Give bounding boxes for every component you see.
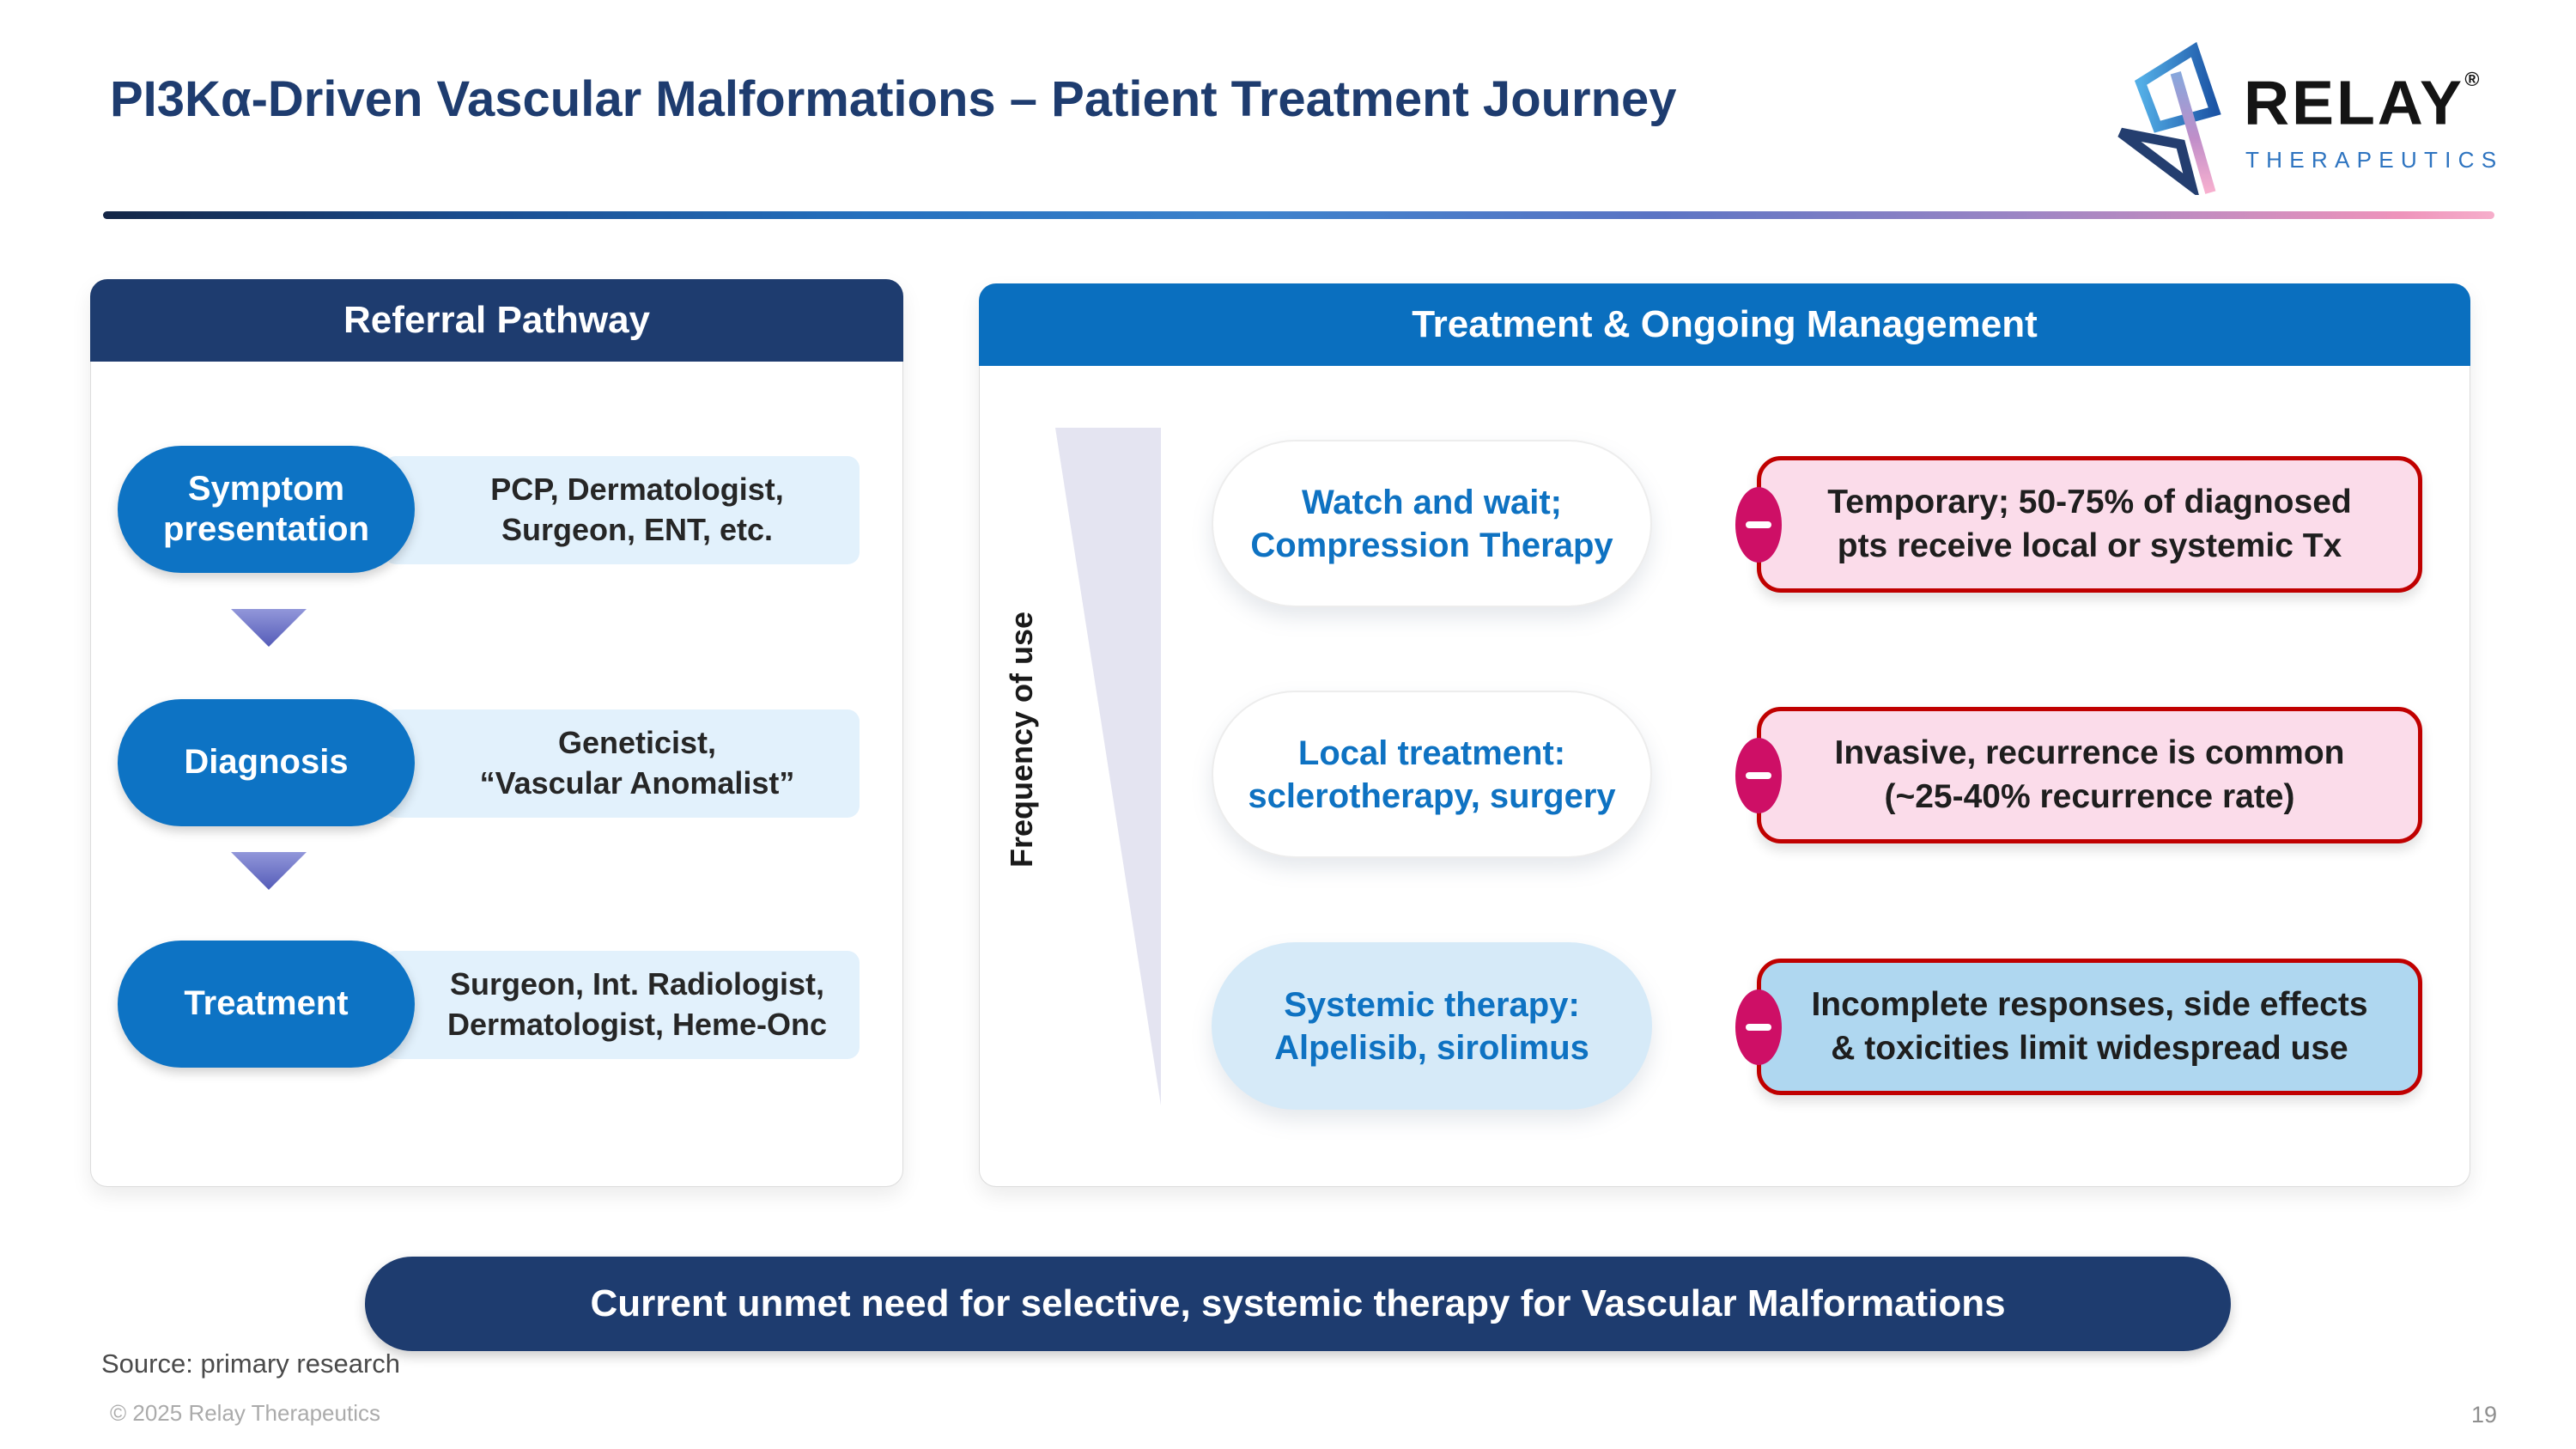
step-pill: Treatment xyxy=(118,941,415,1068)
relay-subtitle: THERAPEUTICS xyxy=(2245,147,2503,173)
referral-panel-title: Referral Pathway xyxy=(343,299,651,341)
treatment-panel-header: Treatment & Ongoing Management xyxy=(979,283,2470,366)
step-detail: Surgeon, Int. Radiologist, Dermatologist… xyxy=(384,951,860,1059)
therapy-bubble: Systemic therapy: Alpelisib, sirolimus xyxy=(1212,942,1652,1110)
minus-icon xyxy=(1735,738,1782,813)
page-title: PI3Kα-Driven Vascular Malformations – Pa… xyxy=(110,71,1677,127)
treatment-panel-title: Treatment & Ongoing Management xyxy=(1412,303,2038,345)
minus-icon xyxy=(1735,487,1782,563)
minus-bar xyxy=(1746,1024,1771,1031)
minus-bar xyxy=(1746,521,1771,528)
title-divider xyxy=(103,211,2494,219)
unmet-need-banner-text: Current unmet need for selective, system… xyxy=(590,1282,2006,1324)
step-detail: PCP, Dermatologist, Surgeon, ENT, etc. xyxy=(384,456,860,564)
minus-bar xyxy=(1746,772,1771,779)
limitation-box: Incomplete responses, side effects & tox… xyxy=(1757,959,2422,1095)
referral-pathway-panel: Referral Pathway PCP, Dermatologist, Sur… xyxy=(90,279,903,1187)
unmet-need-banner: Current unmet need for selective, system… xyxy=(365,1257,2231,1351)
frequency-funnel-icon xyxy=(1055,428,1161,1105)
step-detail: Geneticist, “Vascular Anomalist” xyxy=(384,709,860,818)
step-pill: Symptom presentation xyxy=(118,446,415,573)
registered-mark-icon: ® xyxy=(2464,68,2479,90)
copyright-note: © 2025 Relay Therapeutics xyxy=(110,1400,380,1426)
relay-mark-icon xyxy=(2117,41,2221,195)
relay-wordmark: RELAY xyxy=(2244,67,2464,138)
brand-logo: RELAY ® THERAPEUTICS xyxy=(2117,41,2503,195)
down-arrow-icon xyxy=(231,609,307,647)
therapy-bubble: Watch and wait; Compression Therapy xyxy=(1212,440,1652,607)
down-arrow-icon xyxy=(231,852,307,890)
step-pill: Diagnosis xyxy=(118,699,415,826)
treatment-management-panel: Treatment & Ongoing Management Frequency… xyxy=(979,283,2470,1187)
frequency-axis-label: Frequency of use xyxy=(1004,611,1039,868)
referral-panel-header: Referral Pathway xyxy=(90,279,903,362)
source-note: Source: primary research xyxy=(101,1349,401,1379)
page-number: 19 xyxy=(2471,1402,2498,1428)
limitation-box: Temporary; 50-75% of diagnosed pts recei… xyxy=(1757,456,2422,593)
therapy-bubble: Local treatment: sclerotherapy, surgery xyxy=(1212,691,1652,858)
minus-icon xyxy=(1735,989,1782,1065)
limitation-box: Invasive, recurrence is common (~25-40% … xyxy=(1757,707,2422,843)
